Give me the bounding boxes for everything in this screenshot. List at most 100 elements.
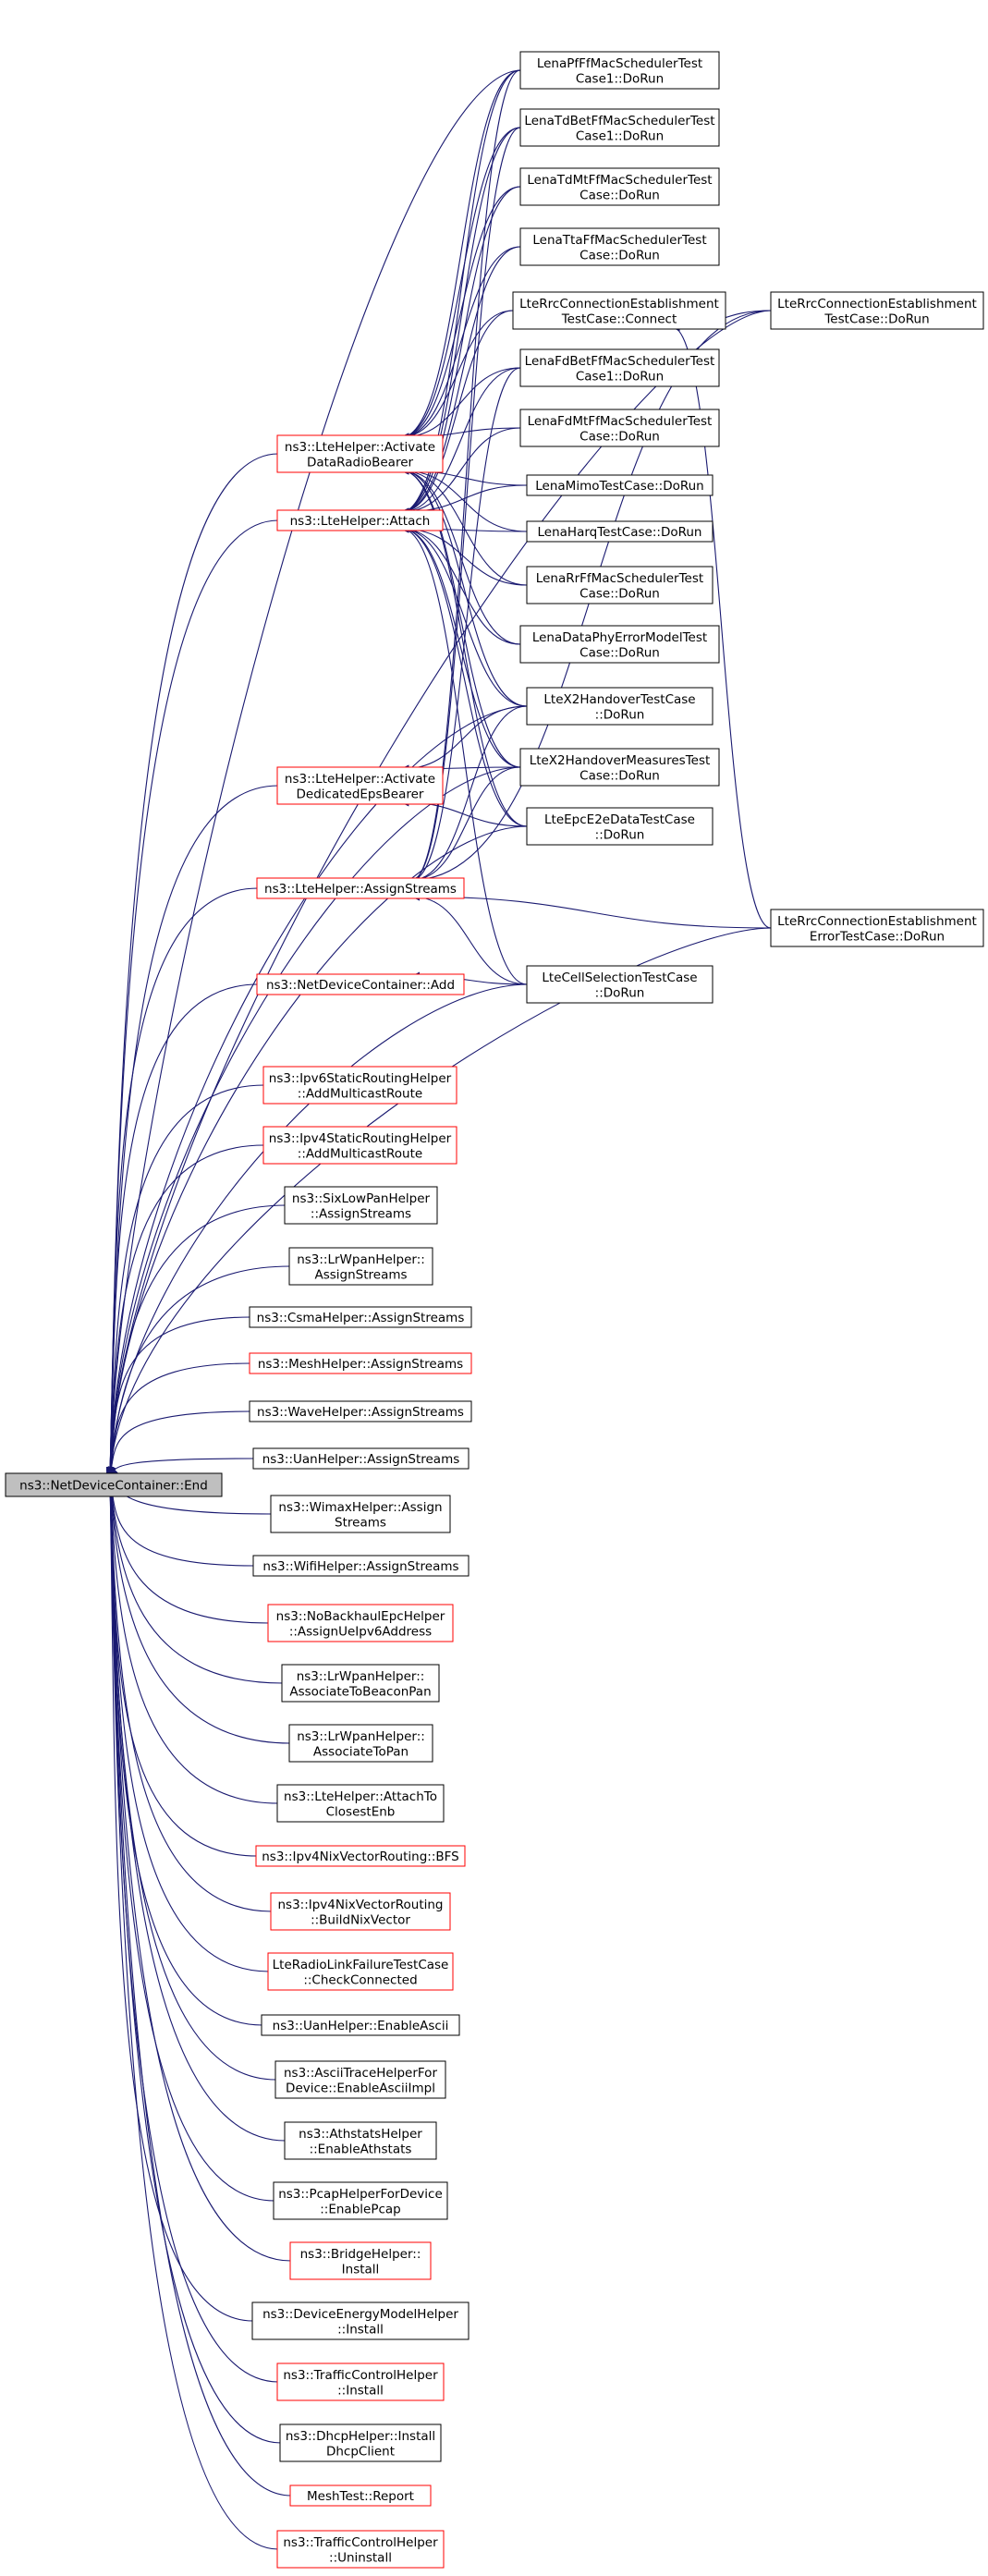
node-box (262, 1126, 457, 1165)
call-edge-lena_rr-to-attach (400, 524, 528, 586)
node-lte-assign[interactable]: ns3::LteHelper::AssignStreams (256, 877, 465, 899)
node-box (519, 348, 720, 387)
node-label: LteRadioLinkFailureTestCase (273, 1958, 449, 1972)
node-label: ns3::LrWpanHelper:: (297, 1729, 425, 1744)
node-box (252, 1555, 470, 1577)
call-edge-lena_pf-to-lte_assign (411, 69, 521, 885)
node-bridge[interactable]: ns3::BridgeHelper::Install (289, 2241, 432, 2280)
node-root[interactable]: ns3::NetDeviceContainer::End (5, 1472, 223, 1497)
call-edge-lena_fdbet-to-attach (400, 367, 521, 517)
node-ndc-add[interactable]: ns3::NetDeviceContainer::Add (256, 973, 465, 995)
node-label: Case::DoRun (579, 248, 660, 262)
node-attach[interactable]: ns3::LteHelper::Attach (276, 509, 444, 531)
node-uan-ascii[interactable]: ns3::UanHelper::EnableAscii (261, 2014, 460, 2036)
call-edge-tc_uninstall-to-root (105, 1475, 279, 2550)
node-lrwpan-assign[interactable]: ns3::LrWpanHelper::AssignStreams (288, 1247, 433, 1286)
node-box (276, 509, 444, 531)
node-tc-install[interactable]: ns3::TrafficControlHelper::Install (276, 2362, 445, 2401)
node-label: ErrorTestCase::DoRun (810, 929, 945, 944)
node-lte-x2ho[interactable]: LteX2HandoverTestCase::DoRun (526, 687, 714, 726)
node-lte-cellsel[interactable]: LteCellSelectionTestCase::DoRun (526, 965, 714, 1004)
node-energy[interactable]: ns3::DeviceEnergyModelHelper::Install (251, 2301, 470, 2340)
node-ipv4-mcast[interactable]: ns3::Ipv4StaticRoutingHelper::AddMultica… (262, 1126, 457, 1165)
node-label: DataRadioBearer (307, 455, 414, 470)
node-lte-rrc-connect[interactable]: LteRrcConnectionEstablishmentTestCase::C… (512, 291, 726, 330)
node-label: ::Install (337, 2322, 384, 2337)
node-box (288, 1724, 433, 1763)
node-box (256, 973, 465, 995)
node-ascii-trace[interactable]: ns3::AsciiTraceHelperForDevice::EnableAs… (274, 2060, 446, 2099)
node-label: AssociateToBeaconPan (289, 1684, 431, 1699)
node-rlf[interactable]: LteRadioLinkFailureTestCase::CheckConnec… (267, 1952, 454, 1991)
node-wimax[interactable]: ns3::WimaxHelper::AssignStreams (270, 1495, 451, 1533)
node-box (270, 1892, 451, 1931)
node-box (770, 909, 984, 947)
node-lrwpan-pan[interactable]: ns3::LrWpanHelper::AssociateToPan (288, 1724, 433, 1763)
call-edge-lte_x2hom-to-lte_assign (411, 766, 521, 885)
node-label: ns3::AsciiTraceHelperFor (284, 2066, 437, 2081)
node-label: Case1::DoRun (576, 369, 664, 384)
node-box (519, 51, 720, 90)
node-label: ns3::MeshHelper::AssignStreams (258, 1357, 463, 1372)
node-wifi[interactable]: ns3::WifiHelper::AssignStreams (252, 1555, 470, 1577)
call-edge-lena_tdbet-to-lte_assign (411, 127, 521, 885)
node-box (267, 1604, 454, 1642)
call-edge-lte_x2hom-to-root (105, 766, 522, 1478)
node-box (255, 1845, 466, 1867)
node-label: ns3::Ipv4NixVectorRouting::BFS (262, 1850, 458, 1864)
call-edge-lena_tta-to-attach (400, 246, 521, 517)
node-lena-harq[interactable]: LenaHarqTestCase::DoRun (526, 520, 714, 543)
node-nix-build[interactable]: ns3::Ipv4NixVectorRouting::BuildNixVecto… (270, 1892, 451, 1931)
node-label: ::Install (337, 2383, 384, 2398)
node-sixlowpan[interactable]: ns3::SixLowPanHelper::AssignStreams (284, 1186, 438, 1225)
node-csma[interactable]: ns3::CsmaHelper::AssignStreams (249, 1306, 472, 1328)
node-lte-rrc-dorun[interactable]: LteRrcConnectionEstablishmentTestCase::D… (770, 291, 984, 330)
node-nobackhaul[interactable]: ns3::NoBackhaulEpcHelper::AssignUeIpv6Ad… (267, 1604, 454, 1642)
node-label: Device::EnableAsciiImpl (286, 2081, 435, 2095)
node-tc-uninstall[interactable]: ns3::TrafficControlHelper::Uninstall (276, 2530, 445, 2569)
node-lte-rrc-err[interactable]: LteRrcConnectionEstablishmentErrorTestCa… (770, 909, 984, 947)
node-nix-bfs[interactable]: ns3::Ipv4NixVectorRouting::BFS (255, 1845, 466, 1867)
call-edge-bridge-to-root (105, 1479, 292, 2262)
node-lena-mimo[interactable]: LenaMimoTestCase::DoRun (526, 474, 714, 496)
call-edge-lte_x2hom-to-activate_drb (400, 466, 521, 768)
node-label: ::EnablePcap (320, 2202, 401, 2216)
node-lte-epc[interactable]: LteEpcE2eDataTestCase::DoRun (526, 807, 714, 846)
node-ipv6-mcast[interactable]: ns3::Ipv6StaticRoutingHelper::AddMultica… (262, 1066, 457, 1105)
node-mesh-report[interactable]: MeshTest::Report (289, 2484, 432, 2507)
node-label: LenaPfFfMacSchedulerTest (537, 56, 702, 71)
node-label: ns3::LteHelper::Activate (285, 772, 435, 787)
node-wave[interactable]: ns3::WaveHelper::AssignStreams (249, 1400, 472, 1422)
node-label: MeshTest::Report (307, 2489, 414, 2504)
node-label: ::DoRun (595, 827, 645, 842)
node-label: ns3::TrafficControlHelper (283, 2368, 438, 2383)
call-edge-uan_assign-to-root (109, 1458, 255, 1476)
node-pcap[interactable]: ns3::PcapHelperForDevice::EnablePcap (273, 2181, 448, 2220)
call-edge-lte_x2ho-to-root (105, 705, 529, 1477)
node-label: ::DoRun (595, 707, 645, 722)
node-label: LteEpcE2eDataTestCase (544, 812, 695, 827)
node-box (284, 2121, 437, 2160)
node-athstats[interactable]: ns3::AthstatsHelper::EnableAthstats (284, 2121, 437, 2160)
node-mesh[interactable]: ns3::MeshHelper::AssignStreams (249, 1352, 472, 1374)
node-box (273, 2181, 448, 2220)
node-lrwpan-beacon[interactable]: ns3::LrWpanHelper::AssociateToBeaconPan (281, 1664, 440, 1703)
node-box (770, 291, 984, 330)
node-uan-assign[interactable]: ns3::UanHelper::AssignStreams (252, 1447, 470, 1470)
node-label: Case1::DoRun (576, 128, 664, 143)
node-activate-deps[interactable]: ns3::LteHelper::ActivateDedicatedEpsBear… (276, 766, 444, 805)
node-label: LteRrcConnectionEstablishment (777, 297, 977, 311)
